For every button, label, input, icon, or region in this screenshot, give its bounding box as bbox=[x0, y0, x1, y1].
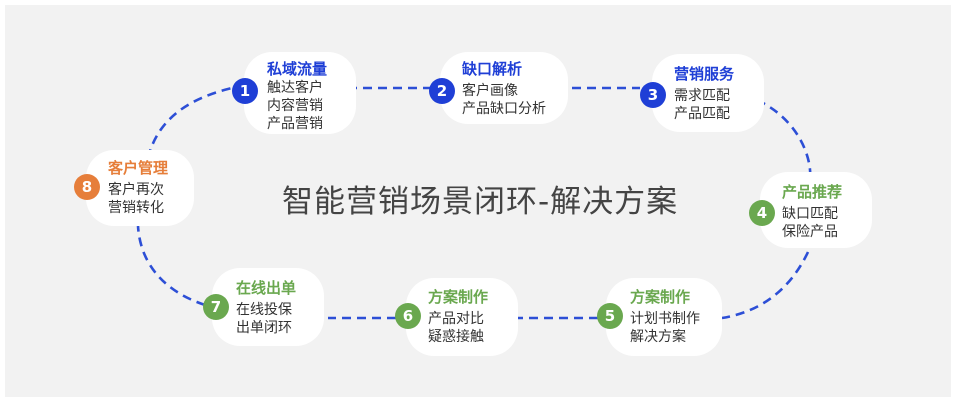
loop-segment-4-5 bbox=[721, 251, 810, 320]
diagram-title: 智能营销场景闭环-解决方案 bbox=[282, 184, 679, 220]
step-line: 解决方案 bbox=[630, 329, 686, 345]
step-line: 营销转化 bbox=[108, 200, 164, 216]
step-title: 方案制作 bbox=[630, 288, 691, 306]
step-line: 缺口匹配 bbox=[782, 206, 838, 222]
step-line: 客户再次 bbox=[108, 182, 164, 198]
step-line: 内容营销 bbox=[267, 98, 323, 114]
step-title: 方案制作 bbox=[428, 288, 489, 306]
step-line: 需求匹配 bbox=[674, 88, 730, 104]
step-card-2: 缺口解析 客户画像 产品缺口分析 bbox=[440, 52, 568, 124]
step-line: 产品营销 bbox=[267, 116, 323, 132]
step-line: 产品对比 bbox=[428, 311, 484, 327]
step-card-3: 营销服务 需求匹配 产品匹配 bbox=[652, 54, 764, 132]
loop-segment-3-4 bbox=[756, 98, 812, 179]
step-number-8: 8 bbox=[74, 174, 100, 200]
step-line: 客户画像 bbox=[462, 83, 518, 99]
step-card-6: 方案制作 产品对比 疑惑接触 bbox=[406, 278, 518, 356]
step-number-7: 7 bbox=[203, 294, 229, 320]
step-card-8: 客户管理 客户再次 营销转化 bbox=[86, 150, 194, 226]
step-line: 出单闭环 bbox=[236, 320, 292, 336]
step-title: 客户管理 bbox=[108, 159, 169, 177]
step-title: 缺口解析 bbox=[462, 60, 523, 78]
step-number-5: 5 bbox=[597, 303, 623, 329]
step-line: 保险产品 bbox=[782, 224, 838, 240]
step-line: 疑惑接触 bbox=[428, 329, 484, 345]
step-number-2: 2 bbox=[429, 78, 455, 104]
step-title: 在线出单 bbox=[236, 279, 297, 297]
step-card-5: 方案制作 计划书制作 解决方案 bbox=[606, 278, 722, 356]
step-line: 产品匹配 bbox=[674, 106, 730, 122]
loop-segment-7-8 bbox=[136, 225, 206, 307]
step-title: 营销服务 bbox=[674, 65, 735, 83]
step-line: 在线投保 bbox=[236, 302, 292, 318]
step-title: 私域流量 bbox=[267, 60, 328, 78]
step-line: 计划书制作 bbox=[630, 311, 700, 327]
step-line: 产品缺口分析 bbox=[462, 101, 546, 117]
step-card-7: 在线出单 在线投保 出单闭环 bbox=[212, 268, 324, 346]
step-card-4: 产品推荐 缺口匹配 保险产品 bbox=[760, 172, 872, 248]
step-card-1: 私域流量 触达客户 内容营销 产品营销 bbox=[244, 52, 356, 134]
step-number-4: 4 bbox=[749, 200, 775, 226]
step-number-1: 1 bbox=[232, 78, 258, 104]
step-number-6: 6 bbox=[395, 303, 421, 329]
step-number-3: 3 bbox=[640, 82, 666, 108]
step-line: 触达客户 bbox=[267, 80, 323, 96]
step-title: 产品推荐 bbox=[782, 183, 843, 201]
loop-segment-8-1 bbox=[146, 86, 233, 159]
